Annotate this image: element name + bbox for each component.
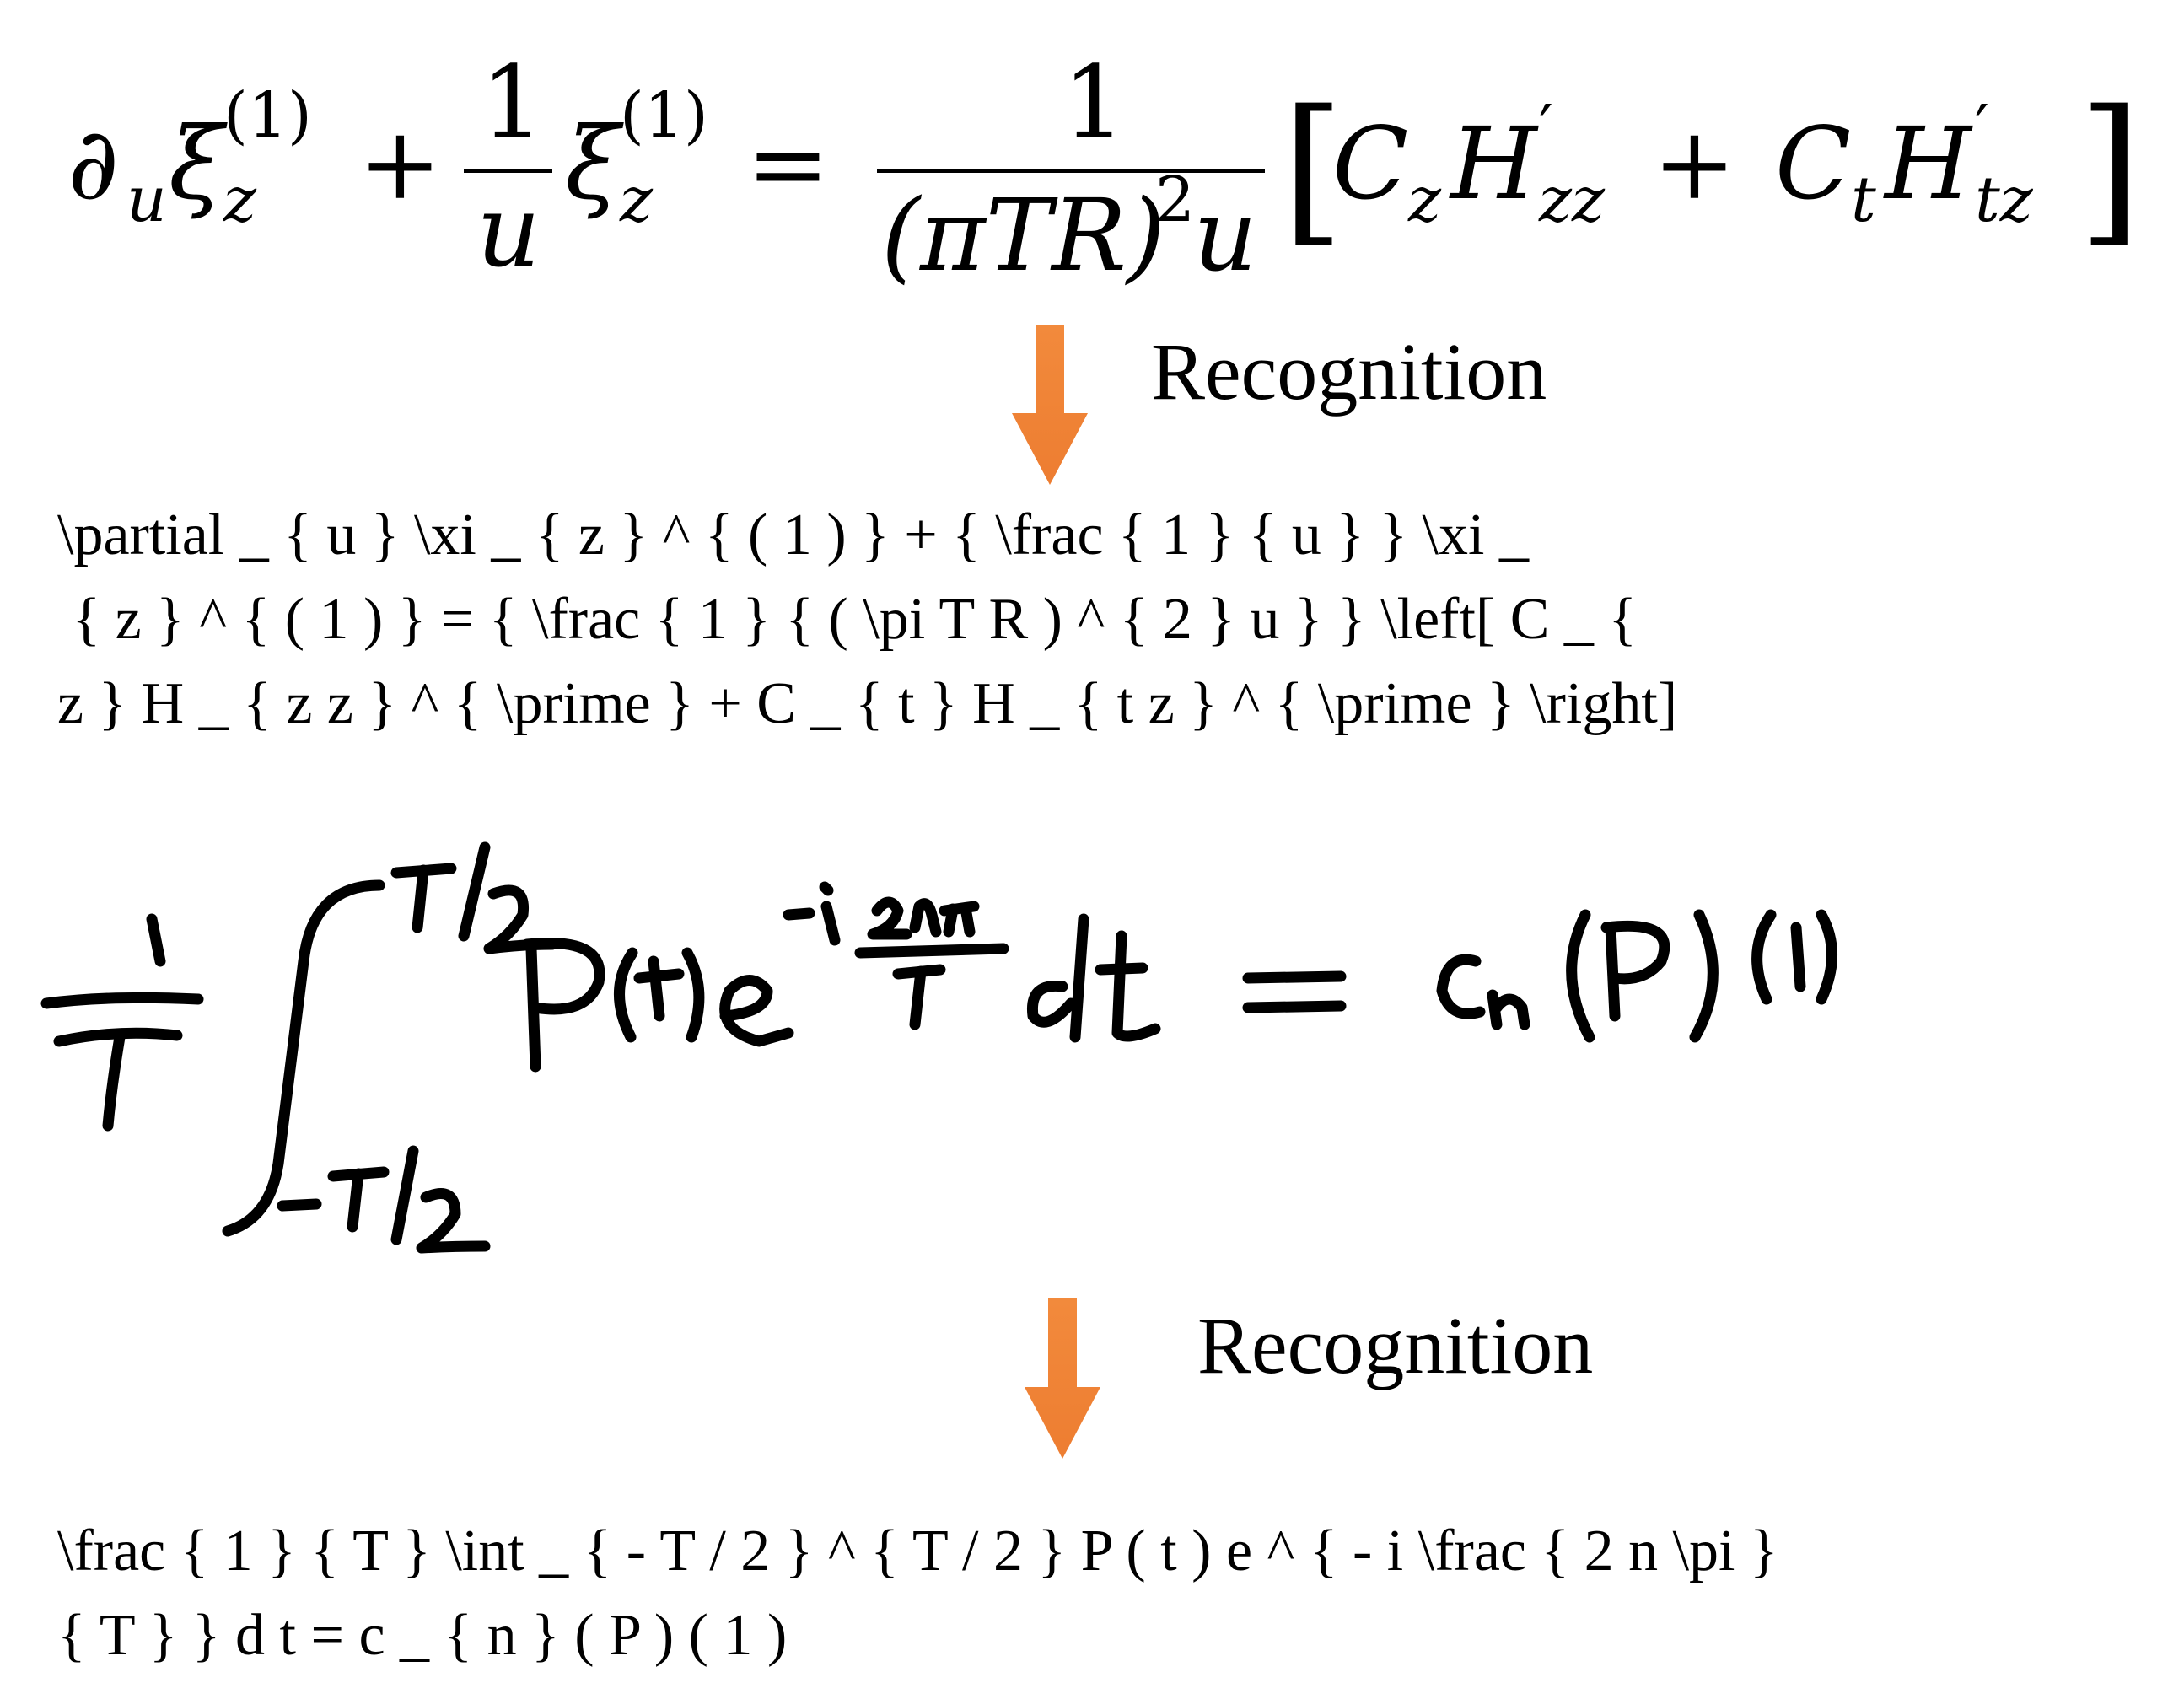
latex-line: \partial _ { u } \xi _ { z } ^ { ( 1 ) }…: [57, 503, 1529, 567]
prime-mark: ′: [1975, 92, 1989, 164]
equals-sign: =: [746, 105, 830, 222]
latex-line: { z } ^ { ( 1 ) } = { \frac { 1 } { ( \p…: [57, 587, 1638, 652]
partial-symbol: ∂: [67, 105, 120, 222]
subscript-zz: zz: [1539, 164, 1605, 236]
fraction-numerator: 1: [481, 44, 545, 160]
xi-symbol: ξ: [565, 105, 620, 222]
recognized-latex-2: \frac { 1 } { T } \int _ { - T / 2 } ^ {…: [57, 1509, 1778, 1678]
recognized-latex-1: \partial _ { u } \xi _ { z } ^ { ( 1 ) }…: [57, 493, 1677, 746]
subscript-z: z: [1408, 164, 1441, 236]
subscript-t: t: [1851, 164, 1876, 236]
latex-line: z } H _ { z z } ^ { \prime } + C _ { t }…: [57, 671, 1678, 736]
plus-sign: +: [1653, 105, 1736, 222]
variable-C: C: [1332, 105, 1409, 222]
down-arrow-icon: [1025, 1298, 1100, 1459]
superscript-1: (1): [620, 79, 708, 152]
subscript-z: z: [620, 164, 653, 236]
plus-sign: +: [358, 105, 442, 222]
right-bracket: ]: [2079, 76, 2142, 262]
variable-H: H: [1450, 105, 1537, 222]
recognition-label: Recognition: [1151, 326, 1547, 417]
subscript-u: u: [126, 164, 167, 236]
superscript-2: 2: [1155, 164, 1196, 236]
fraction-bar: [877, 169, 1265, 173]
subscript-z: z: [223, 164, 256, 236]
subscript-tz: tz: [1975, 164, 2033, 236]
fraction-denominator: u: [476, 173, 541, 289]
handwritten-formula-image: [40, 841, 1837, 1254]
variable-u: u: [1193, 177, 1257, 293]
printed-formula: ∂ u ξ (1) z + 1 u ξ (1) z = 1 (πTR) 2 u …: [67, 34, 2141, 320]
prime-mark: ′: [1539, 92, 1553, 164]
xi-symbol: ξ: [169, 105, 223, 222]
variable-H: H: [1885, 105, 1972, 222]
recognition-label: Recognition: [1197, 1300, 1594, 1390]
latex-line: { T } } d t = c _ { n } ( P ) ( 1 ): [57, 1603, 788, 1668]
variable-C: C: [1775, 105, 1852, 222]
fraction-numerator: 1: [1062, 44, 1127, 160]
superscript-1: (1): [223, 79, 312, 152]
down-arrow-icon: [1012, 325, 1088, 485]
fraction-denominator: (πTR): [881, 177, 1166, 293]
latex-line: \frac { 1 } { T } \int _ { - T / 2 } ^ {…: [57, 1519, 1778, 1583]
left-bracket: [: [1282, 76, 1345, 262]
fraction-bar: [464, 169, 552, 173]
